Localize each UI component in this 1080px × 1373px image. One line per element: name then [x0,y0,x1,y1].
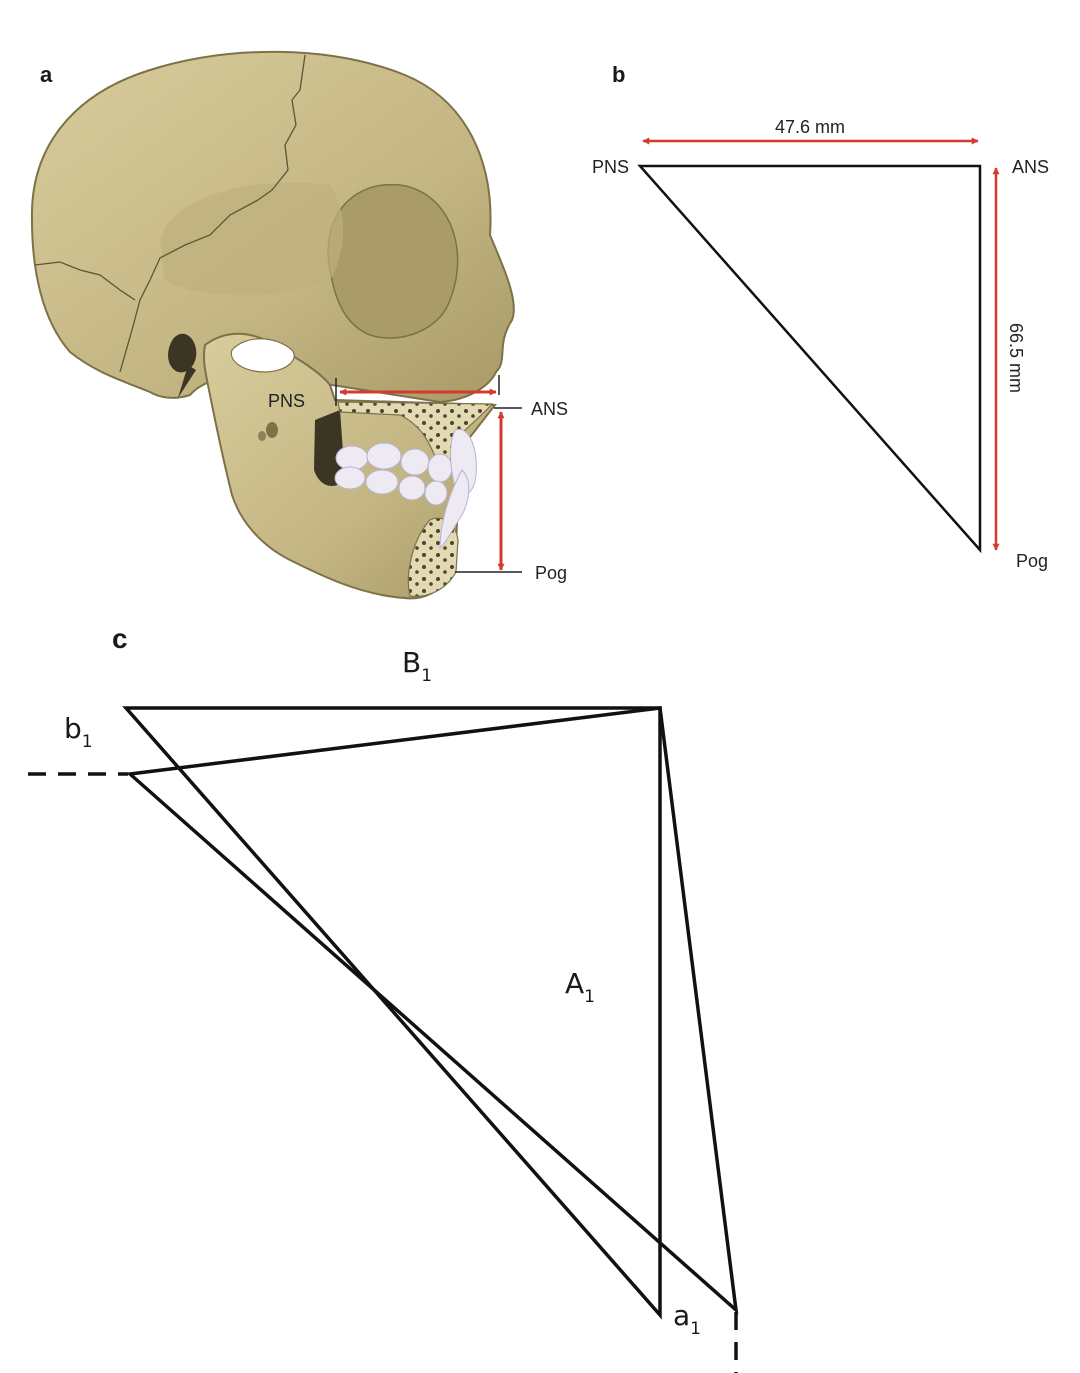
teeth [334,428,477,549]
svg-text:A1: A1 [565,967,595,1007]
panel-c-label-B: B1 [402,646,432,686]
panel-b-letter: b [612,62,625,87]
ear-region [168,333,197,373]
panel-b-label-ans: ANS [1012,157,1049,177]
panel-b-triangle [637,164,982,554]
panel-a-label-ans: ANS [531,399,568,419]
label-b-letter: b [64,712,82,745]
svg-text:B1: B1 [402,646,432,686]
label-a-sub: 1 [690,1319,701,1339]
label-b-sub: 1 [82,732,93,752]
label-A-letter: A [565,967,584,1000]
panel-c-label-A: A1 [565,967,595,1007]
coronal-suture [119,54,306,373]
panel-c-triangle-1 [122,706,662,1320]
panel-c-letter: c [112,623,128,654]
foramen-small [258,431,266,441]
panel-b-measurement-horizontal: 47.6 mm [775,117,845,137]
panel-a: a [30,50,568,600]
orbit [327,183,459,339]
label-A-sub: 1 [584,987,595,1007]
skull-illustration [30,50,515,600]
panel-c: c B1 b1 A1 a1 [28,623,739,1373]
svg-text:a1: a1 [673,1299,701,1339]
panel-a-letter: a [40,62,53,87]
label-a-letter: a [673,1299,690,1332]
panel-a-label-pns: PNS [268,391,305,411]
lambdoid-suture [34,261,136,301]
oral-cavity-shadow [314,410,345,486]
panel-c-label-a: a1 [673,1299,701,1339]
temporal-fossa [160,182,344,295]
panel-c-triangle-2 [125,706,739,1315]
sigmoid-notch [230,338,295,373]
panel-b-label-pns: PNS [592,157,629,177]
panel-c-label-b: b1 [64,712,93,752]
label-B-sub: 1 [421,666,432,686]
svg-text:b1: b1 [64,712,93,752]
label-B-letter: B [402,646,421,679]
panel-b-measurement-vertical: 66.5 mm [1006,323,1026,393]
panel-a-label-pog: Pog [535,563,567,583]
mandibular-foramen [266,422,278,438]
panel-b: b 47.6 mm 66.5 mm PNS ANS Pog [592,62,1049,571]
panel-b-label-pog: Pog [1016,551,1048,571]
styloid [178,365,196,398]
